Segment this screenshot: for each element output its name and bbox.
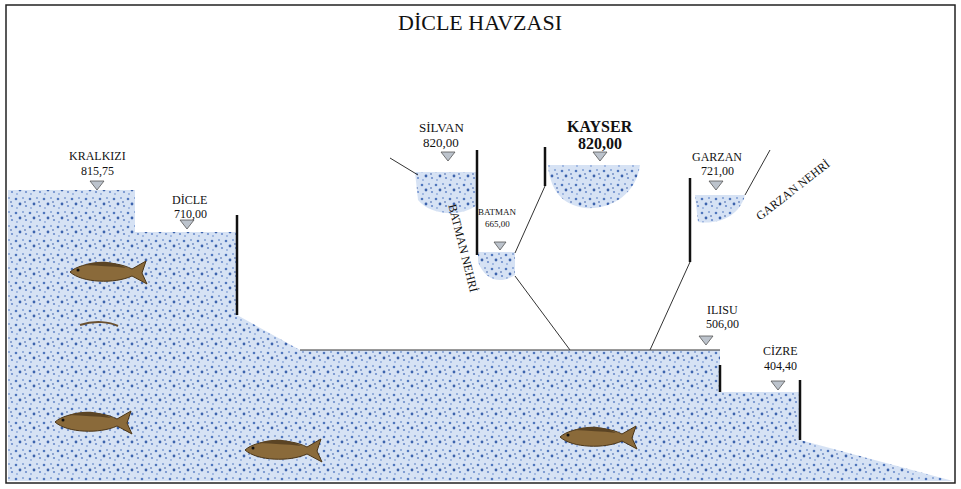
water-level: 721,00 xyxy=(701,165,734,177)
dam-name: GARZAN xyxy=(692,151,742,163)
water-level: 506,00 xyxy=(706,318,739,330)
water-level: 404,40 xyxy=(764,360,797,372)
water-level: 710,00 xyxy=(174,208,207,220)
dam-name: ILISU xyxy=(707,304,738,316)
dam-name: SİLVAN xyxy=(419,121,464,134)
dam-name: DİCLE xyxy=(172,194,207,206)
diagram-title: DİCLE HAVZASI xyxy=(398,12,562,34)
dam-name: CİZRE xyxy=(763,345,798,357)
water-level: 820,00 xyxy=(578,136,622,152)
water-level: 815,75 xyxy=(81,165,114,177)
river-name: BATMAN NEHRİ xyxy=(446,203,479,294)
dam-name: KAYSER xyxy=(567,119,632,135)
water-level: 820,00 xyxy=(423,136,459,149)
water-level: 665,00 xyxy=(485,220,510,229)
dam-name: BATMAN xyxy=(478,208,516,217)
river-name: GARZAN NEHRİ xyxy=(754,158,832,223)
dam-name: KRALKIZI xyxy=(69,150,126,162)
